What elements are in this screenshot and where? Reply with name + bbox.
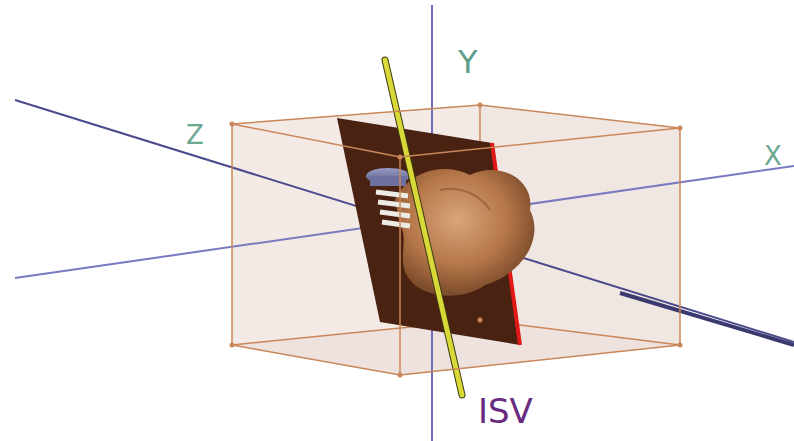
axis-label: X <box>764 143 782 169</box>
screw <box>366 168 410 226</box>
box-edge <box>232 105 680 375</box>
axis-label: Y <box>458 46 478 78</box>
axis-label: ISV <box>478 394 533 428</box>
z-axis <box>620 293 794 345</box>
bone-shading <box>440 189 490 210</box>
isv-rod <box>385 60 462 395</box>
box-edge <box>232 105 680 345</box>
isv-rod <box>385 60 462 395</box>
box-corner <box>230 103 683 378</box>
axis-label: Z <box>186 122 204 148</box>
